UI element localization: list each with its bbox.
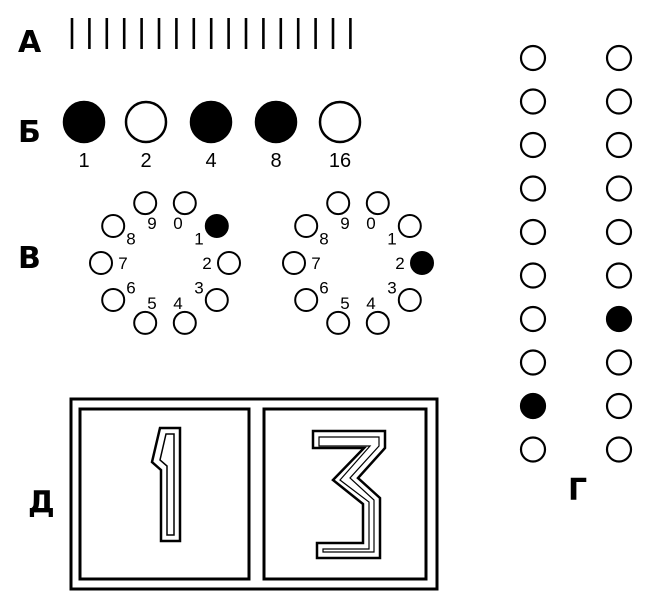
binary-weight-label: 2 bbox=[140, 150, 151, 172]
binary-lamp bbox=[318, 100, 362, 144]
dial-position bbox=[294, 214, 319, 238]
display-digit-one bbox=[150, 426, 182, 543]
column-lamp bbox=[519, 88, 547, 115]
dial-digit-label: 2 bbox=[395, 254, 404, 273]
dial-digit-label: 5 bbox=[147, 294, 156, 313]
label-a: А bbox=[18, 25, 42, 60]
column-lamp bbox=[605, 218, 633, 246]
column-lamp bbox=[605, 305, 633, 333]
dial-digit-label: 8 bbox=[319, 229, 328, 248]
dial-digit-label: 9 bbox=[147, 214, 156, 233]
label-g: Г bbox=[568, 473, 587, 508]
column-lamp bbox=[605, 175, 633, 202]
label-d: Д bbox=[28, 485, 55, 520]
dial-position bbox=[410, 251, 434, 275]
dial-position bbox=[217, 251, 241, 275]
label-b: Б bbox=[18, 115, 41, 150]
column-lamp bbox=[605, 349, 633, 376]
dial-digit-label: 7 bbox=[311, 254, 320, 273]
column-lamp bbox=[605, 44, 633, 72]
dial-position bbox=[365, 191, 390, 216]
column-lamp bbox=[519, 392, 547, 420]
column-lamp bbox=[519, 436, 547, 463]
dial-digit-label: 0 bbox=[366, 214, 375, 233]
binary-weight-label: 1 bbox=[78, 150, 89, 172]
binary-lamp bbox=[254, 100, 298, 144]
column-lamp bbox=[519, 262, 547, 289]
display-digit-one-shadow bbox=[159, 433, 175, 536]
column-lamp bbox=[605, 392, 633, 420]
binary-weight-label: 4 bbox=[205, 150, 216, 172]
dial-position bbox=[172, 310, 197, 335]
lamp-columns bbox=[519, 44, 633, 463]
binary-weight-label: 16 bbox=[329, 150, 351, 172]
column-lamp bbox=[519, 218, 547, 246]
column-lamp bbox=[519, 44, 547, 72]
dial-digit-label: 4 bbox=[173, 294, 182, 313]
dial-position bbox=[89, 251, 113, 275]
column-lamp bbox=[605, 436, 633, 463]
dial-position bbox=[326, 191, 351, 216]
display-right-cell bbox=[262, 407, 428, 581]
dial-position bbox=[326, 310, 351, 335]
tally-marks bbox=[70, 18, 352, 49]
column-lamp bbox=[519, 349, 547, 376]
dial-digit-label: 5 bbox=[340, 294, 349, 313]
dial-digit-label: 8 bbox=[126, 229, 135, 248]
dial-digit-label: 1 bbox=[194, 229, 203, 248]
dial-digit-label: 4 bbox=[366, 294, 375, 313]
binary-lamp bbox=[124, 100, 168, 144]
dial-position bbox=[365, 310, 390, 335]
dial-position bbox=[294, 288, 319, 312]
display-left-cell bbox=[78, 407, 251, 581]
dial-digit-label: 0 bbox=[173, 214, 182, 233]
binary-lamp bbox=[62, 100, 106, 144]
dial-position bbox=[101, 288, 126, 312]
binary-lamp bbox=[189, 100, 233, 144]
dial-digit-label: 7 bbox=[118, 254, 127, 273]
dial-position bbox=[204, 214, 229, 238]
column-lamp bbox=[519, 131, 547, 159]
dial-position bbox=[133, 191, 158, 216]
dial-position bbox=[172, 191, 197, 216]
dial-position bbox=[397, 288, 422, 312]
digit-display bbox=[69, 397, 439, 591]
binary-weight-label: 8 bbox=[270, 150, 281, 172]
dial-position bbox=[133, 310, 158, 335]
dial-position bbox=[101, 214, 126, 238]
dial-digit-label: 1 bbox=[387, 229, 396, 248]
display-digit-three bbox=[311, 429, 387, 560]
dial-position bbox=[282, 251, 306, 275]
display-digit-three-inner bbox=[318, 436, 380, 553]
column-lamp bbox=[605, 88, 633, 115]
column-lamp bbox=[605, 131, 633, 159]
dial-digit-label: 2 bbox=[202, 254, 211, 273]
dial-digit-label: 9 bbox=[340, 214, 349, 233]
display-outer-frame bbox=[69, 397, 439, 591]
dial-digit-label: 3 bbox=[194, 279, 203, 298]
dial-digit-label: 6 bbox=[126, 279, 135, 298]
binary-lamps: 1 2 4 8 16 bbox=[62, 100, 362, 172]
dial-digit-label: 3 bbox=[387, 279, 396, 298]
label-v: В bbox=[18, 241, 41, 276]
column-lamp bbox=[519, 175, 547, 202]
dial-digit-label: 6 bbox=[319, 279, 328, 298]
column-lamp bbox=[519, 305, 547, 333]
dial-position bbox=[204, 288, 229, 312]
dial-position bbox=[397, 214, 422, 238]
column-lamp bbox=[605, 262, 633, 289]
